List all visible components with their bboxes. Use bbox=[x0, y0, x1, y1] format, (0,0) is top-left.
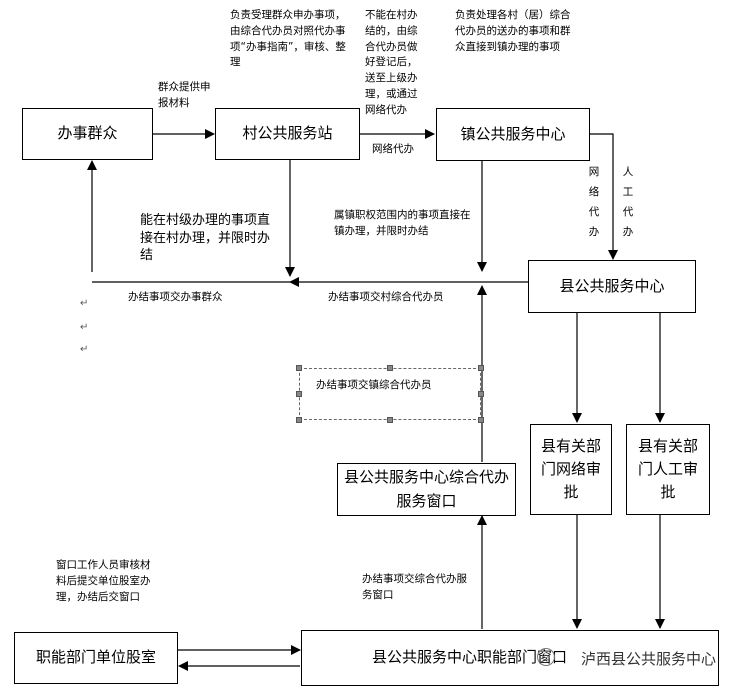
resize-handle-sw[interactable] bbox=[296, 417, 302, 423]
note-village-duty: 负责受理群众申办事项，由综合代办员对照代办事项“办事指南”，审核、整理 bbox=[230, 9, 346, 69]
resize-handle-e[interactable] bbox=[478, 391, 484, 397]
paragraph-mark: ↵ bbox=[80, 322, 89, 333]
paragraph-mark: ↵ bbox=[80, 298, 89, 309]
note-to-village-agent: 办结事项交村综合代办员 bbox=[328, 291, 444, 303]
watermark-text: 泸西县公共服务中心 bbox=[578, 648, 718, 669]
resize-handle-nw[interactable] bbox=[296, 365, 302, 371]
node-county-center-bottom: 县公共服务中心职能部门窗口 bbox=[301, 630, 719, 686]
note-town-duty: 负责处理各村（居）综合代办员的送办的事项和群众直接到镇办理的事项 bbox=[455, 9, 571, 53]
resize-handle-s[interactable] bbox=[387, 417, 393, 423]
resize-handle-w[interactable] bbox=[296, 391, 302, 397]
node-applicant: 办事群众 bbox=[22, 108, 153, 160]
note-submit-materials: 群众提供申报材料 bbox=[158, 81, 211, 109]
node-county-center: 县公共服务中心 bbox=[528, 260, 696, 313]
node-town-center: 镇公共服务中心 bbox=[436, 108, 590, 161]
node-village-station: 村公共服务站 bbox=[215, 108, 360, 160]
note-village-direct: 能在村级办理的事项直接在村办理，并限时办结 bbox=[140, 213, 271, 264]
note-manual-proxy-vertical: 人工代办 bbox=[622, 166, 634, 238]
note-network-proxy-vertical: 网络代办 bbox=[588, 166, 600, 238]
selection-frame[interactable] bbox=[299, 368, 481, 420]
resize-handle-n[interactable] bbox=[387, 365, 393, 371]
watermark-logo-icon: ◎ bbox=[537, 648, 555, 666]
note-town-direct: 属镇职权范围内的事项直接在镇办理，并限时办结 bbox=[334, 209, 471, 237]
note-window-staff: 窗口工作人员审核材料后提交单位股室办理，办结后交窗口 bbox=[56, 559, 151, 603]
resize-handle-se[interactable] bbox=[478, 417, 484, 423]
note-to-town-agent: 办结事项交镇综合代办员 bbox=[316, 379, 432, 391]
node-county-proxy-window: 县公共服务中心综合代办服务窗口 bbox=[337, 463, 516, 516]
node-dept-office: 职能部门单位股室 bbox=[14, 632, 178, 684]
note-network-proxy-horizontal: 网络代办 bbox=[372, 143, 414, 155]
node-county-dept-manual: 县有关部门人工审批 bbox=[626, 424, 710, 515]
node-county-dept-online: 县有关部门网络审批 bbox=[530, 424, 612, 515]
note-not-doable: 不能在村办结的，由综合代办员做好登记后，送至上级办理，或通过网络代办 bbox=[365, 9, 418, 116]
note-to-applicant: 办结事项交办事群众 bbox=[128, 291, 223, 303]
note-to-county-window: 办结事项交综合代办服务窗口 bbox=[362, 573, 467, 601]
paragraph-mark: ↵ bbox=[80, 344, 89, 355]
resize-handle-ne[interactable] bbox=[478, 365, 484, 371]
arrow-town-to-county bbox=[590, 133, 618, 260]
